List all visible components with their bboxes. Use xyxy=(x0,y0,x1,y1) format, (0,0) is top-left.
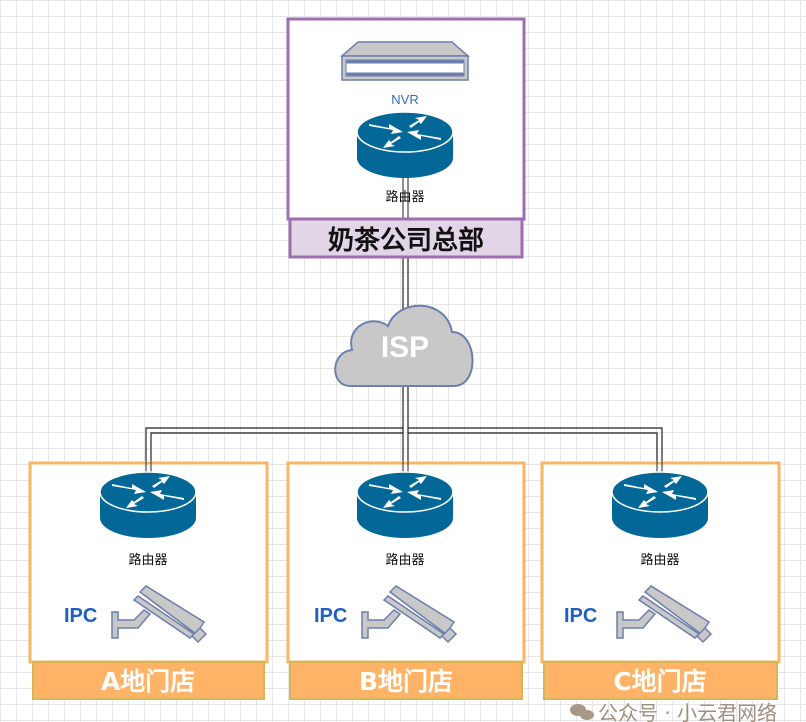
router-label: 路由器 xyxy=(640,552,679,568)
nvr-label: NVR xyxy=(391,92,418,107)
branch-c: C地门店 路由器 IPC xyxy=(540,461,781,700)
router-icon xyxy=(356,111,454,179)
camera-label: IPC xyxy=(314,605,347,627)
nvr-icon xyxy=(340,41,470,81)
branch-title-bar xyxy=(289,661,523,700)
branch-title: A地门店 xyxy=(101,667,195,696)
router-icon xyxy=(356,471,454,539)
hq-group: 奶茶公司总部 NVR 路由器 xyxy=(286,17,526,259)
watermark-text: 公众号 · 小云君网络 xyxy=(598,701,777,722)
hq-title: 奶茶公司总部 xyxy=(328,225,484,256)
isp-cloud-icon: ISP xyxy=(334,304,474,387)
router-label: 路由器 xyxy=(128,552,167,568)
branch-title-bar xyxy=(32,661,265,700)
router-icon xyxy=(99,471,197,539)
branch-a: A地门店 路由器 IPC xyxy=(28,461,269,700)
hq-router-label: 路由器 xyxy=(385,189,424,205)
wechat-icon xyxy=(570,704,594,720)
router-icon xyxy=(611,471,709,539)
hq-title-bar xyxy=(288,217,524,259)
isp-label: ISP xyxy=(381,331,429,364)
router-label: 路由器 xyxy=(385,552,424,568)
camera-label: IPC xyxy=(64,605,97,627)
branch-title: C地门店 xyxy=(613,667,706,696)
camera-label: IPC xyxy=(564,605,597,627)
branch-title: B地门店 xyxy=(359,667,453,696)
branch-title-bar xyxy=(543,661,778,700)
branch-b: B地门店 路由器 IPC xyxy=(286,461,526,700)
watermark: 公众号 · 小云君网络 xyxy=(570,701,777,722)
